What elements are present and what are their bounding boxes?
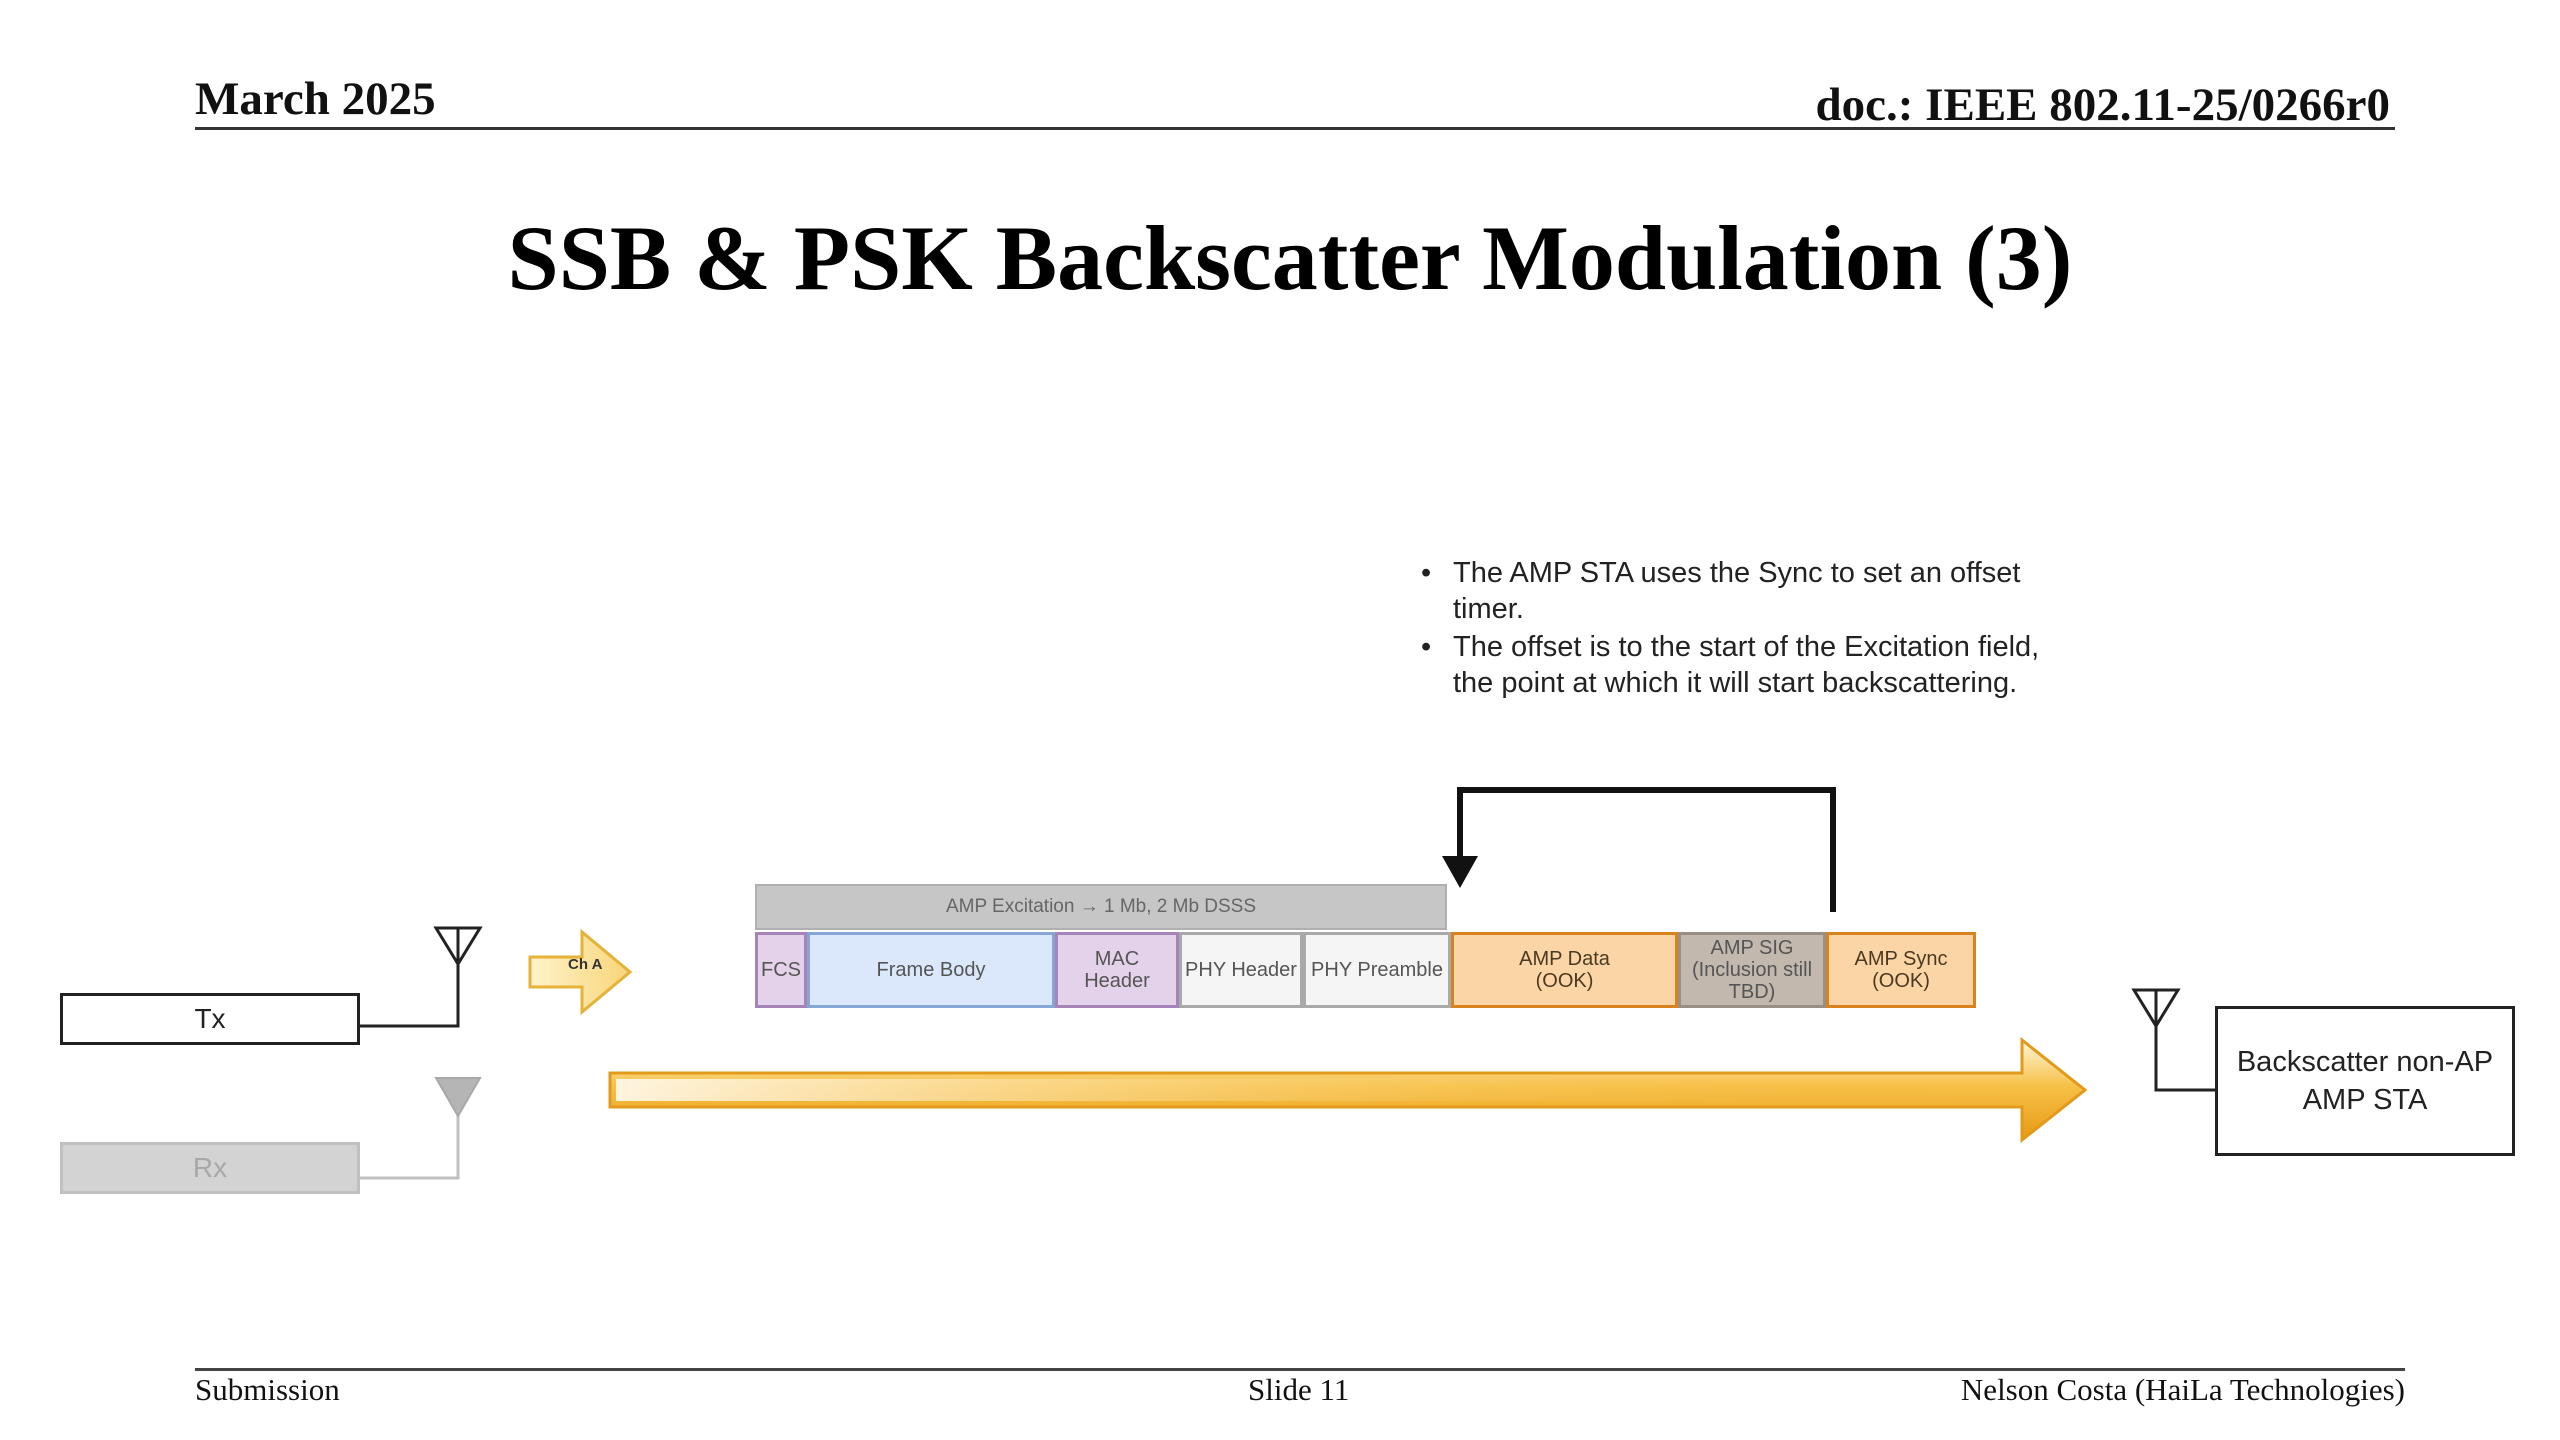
tx-box: Tx bbox=[60, 993, 360, 1045]
footer-submission: Submission bbox=[195, 1372, 340, 1407]
header-divider bbox=[195, 127, 2395, 130]
transmission-arrow bbox=[608, 1036, 2088, 1144]
bullet-list: •The AMP STA uses the Sync to set an off… bbox=[1415, 555, 2055, 703]
field-amp-sync-label: AMP Sync bbox=[1854, 948, 1948, 970]
field-fcs: FCS bbox=[755, 932, 807, 1008]
amp-excitation-field: AMP Excitation → 1 Mb, 2 Mb DSSS bbox=[755, 884, 1447, 930]
field-mac-header-label: MAC Header bbox=[1084, 948, 1150, 992]
tx-antenna-icon bbox=[360, 926, 483, 1028]
rx-antenna-icon bbox=[360, 1077, 482, 1180]
tx-label: Tx bbox=[194, 1003, 226, 1034]
rx-box: Rx bbox=[60, 1142, 360, 1194]
bullet-text: The AMP STA uses the Sync to set an offs… bbox=[1453, 557, 2021, 625]
channel-label: Ch A bbox=[568, 956, 603, 973]
field-amp-data: AMP Data (OOK) bbox=[1451, 932, 1678, 1008]
field-phy-header: PHY Header bbox=[1179, 932, 1303, 1008]
rx-label: Rx bbox=[192, 1152, 228, 1183]
frame-fields: FCS Frame Body MAC Header PHY Header PHY… bbox=[755, 932, 1976, 1008]
field-phy-preamble: PHY Preamble bbox=[1303, 932, 1451, 1008]
field-mac-header: MAC Header bbox=[1055, 932, 1179, 1008]
footer-author: Nelson Costa (HaiLa Technologies) bbox=[1960, 1372, 2405, 1407]
field-amp-data-sublabel: (OOK) bbox=[1535, 970, 1594, 992]
backscatter-sta-box: Backscatter non-AP AMP STA bbox=[2215, 1006, 2515, 1156]
sta-label: Backscatter non-AP bbox=[2236, 1046, 2494, 1078]
footer-slide-number: Slide 11 bbox=[1248, 1372, 1350, 1407]
field-amp-sig-sublabel: (Inclusion still bbox=[1691, 959, 1813, 981]
sta-antenna-icon bbox=[2131, 988, 2215, 1092]
bullet-text: The offset is to the start of the Excita… bbox=[1453, 631, 2040, 699]
sync-offset-arrow bbox=[1442, 787, 1836, 912]
sta-sublabel: AMP STA bbox=[2302, 1084, 2428, 1116]
field-amp-sync: AMP Sync (OOK) bbox=[1826, 932, 1976, 1008]
header-date: March 2025 bbox=[195, 73, 436, 125]
bullet-item: •The AMP STA uses the Sync to set an off… bbox=[1421, 557, 2021, 625]
channel-arrow-icon bbox=[528, 928, 633, 1016]
field-fcs-label: FCS bbox=[761, 959, 801, 981]
field-phy-header-label: PHY Header bbox=[1185, 959, 1297, 981]
field-amp-sig-sublabel: TBD) bbox=[1728, 981, 1776, 1003]
field-frame-body: Frame Body bbox=[807, 932, 1055, 1008]
field-amp-data-label: AMP Data bbox=[1519, 948, 1610, 970]
header-doc-id: doc.: IEEE 802.11-25/0266r0 bbox=[1815, 79, 2390, 131]
slide-title: SSB & PSK Backscatter Modulation (3) bbox=[507, 207, 2073, 309]
amp-excitation-label: AMP Excitation → 1 Mb, 2 Mb DSSS bbox=[945, 896, 1257, 917]
footer-divider bbox=[195, 1368, 2405, 1371]
field-phy-preamble-label: PHY Preamble bbox=[1311, 959, 1443, 981]
field-amp-sig: AMP SIG (Inclusion still TBD) bbox=[1678, 932, 1826, 1008]
bullet-item: •The offset is to the start of the Excit… bbox=[1421, 631, 2040, 699]
field-frame-body-label: Frame Body bbox=[876, 959, 986, 981]
field-amp-sync-sublabel: (OOK) bbox=[1872, 970, 1930, 992]
field-amp-sig-label: AMP SIG bbox=[1710, 937, 1794, 959]
